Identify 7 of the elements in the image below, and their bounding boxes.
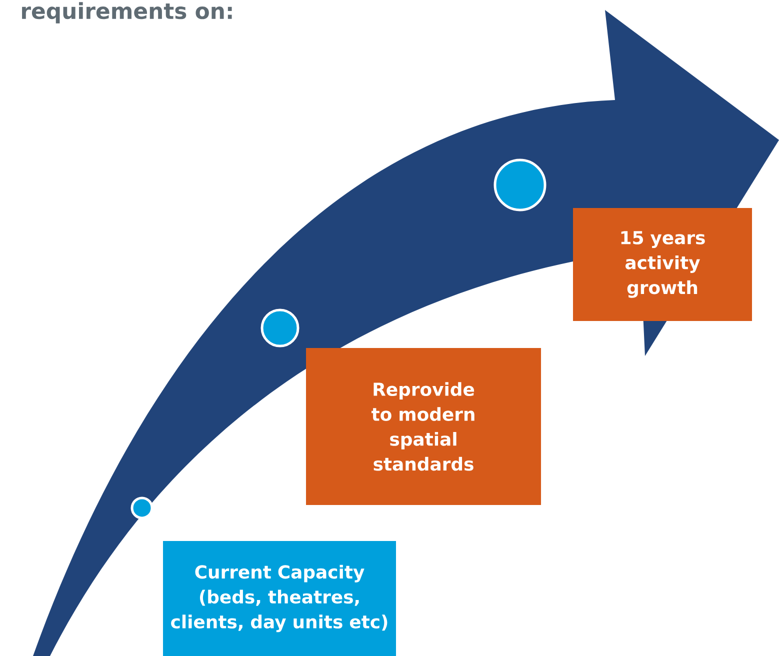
text-box: 15 years activity growth — [573, 208, 752, 321]
text-box: Current Capacity (beds, theatres, clients, day units etc) — [163, 540, 396, 656]
milestone-circle — [260, 308, 300, 348]
text-box: Reprovide to modern spatial standards — [306, 348, 541, 505]
title: requirements on: — [22, 2, 232, 24]
milestone-circle — [494, 158, 546, 212]
milestone-circle — [130, 496, 154, 520]
